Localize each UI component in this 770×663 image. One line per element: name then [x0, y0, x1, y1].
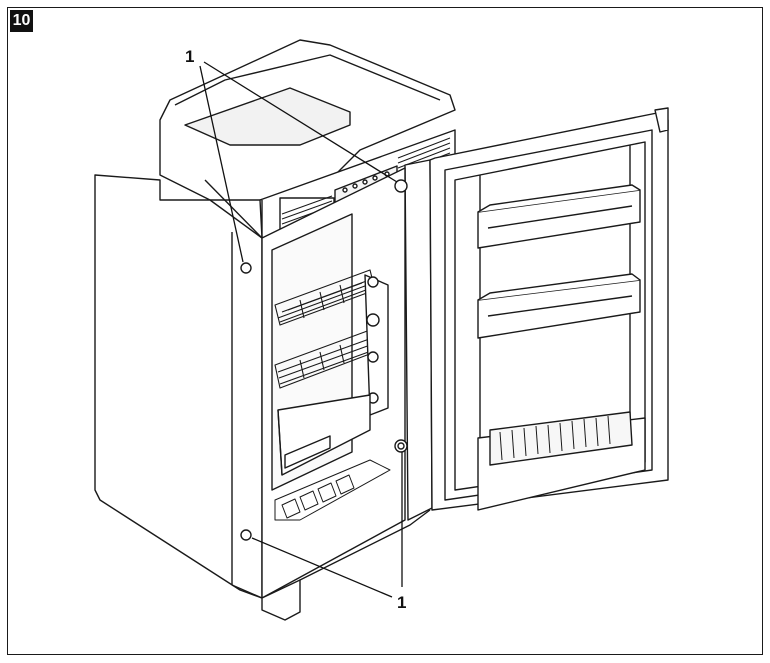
mounting-hole-upper-left	[241, 263, 251, 273]
mounting-hole-lower-right	[395, 440, 407, 452]
callout-label-top: 1	[185, 47, 194, 66]
mounting-hole-lower-left	[241, 530, 251, 540]
callout-label-bottom: 1	[397, 593, 406, 612]
